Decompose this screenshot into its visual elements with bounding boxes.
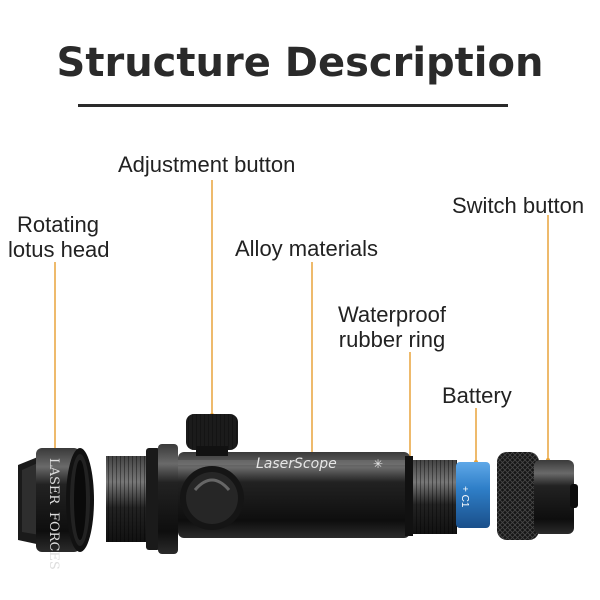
label-rotating-line2: lotus head (8, 237, 110, 262)
body-logo: LaserScope (256, 456, 337, 472)
laser-star-icon: ✳ (373, 457, 383, 471)
front-thread (106, 444, 178, 554)
label-switch-button: Switch button (452, 193, 585, 218)
page-title: Structure Description (56, 40, 544, 86)
lotus-head: LASER FORCES (18, 448, 94, 570)
title-underline (78, 104, 508, 107)
head-marking-forces: FORCES (46, 512, 61, 570)
head-marking-laser: LASER (46, 458, 61, 505)
label-rotating-line1: Rotating (17, 212, 99, 237)
leader-lines (54, 180, 549, 462)
battery-marking: + C1 (459, 486, 470, 508)
label-adjustment-button: Adjustment button (118, 152, 296, 177)
switch-cap (497, 452, 578, 540)
rear-thread (405, 456, 457, 536)
battery: + C1 (456, 462, 490, 528)
label-battery: Battery (442, 383, 512, 408)
label-waterproof-ring: Waterproof rubber ring (333, 302, 451, 352)
label-waterproof-line1: Waterproof (337, 302, 446, 327)
label-rotating-lotus-head: Rotating lotus head (8, 212, 110, 262)
rubber-ring (405, 456, 413, 536)
label-alloy-materials: Alloy materials (235, 236, 379, 261)
label-waterproof-line2: rubber ring (338, 327, 446, 352)
main-body: LaserScope ✳ (178, 414, 410, 538)
